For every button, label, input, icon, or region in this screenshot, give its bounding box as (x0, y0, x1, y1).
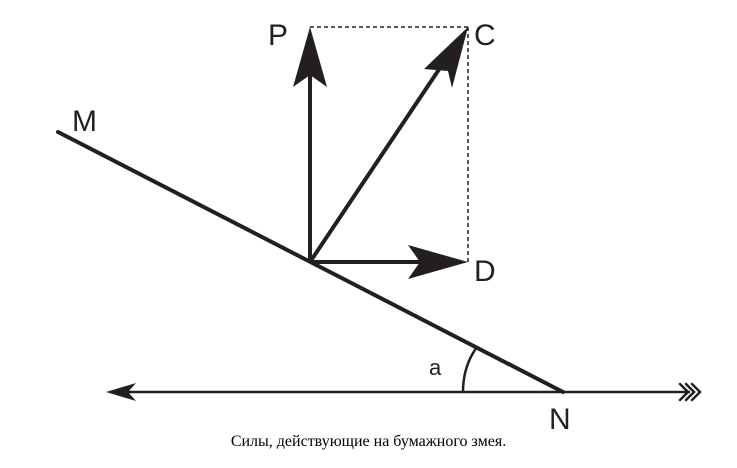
label-p: P (268, 19, 288, 52)
label-c: C (474, 19, 496, 52)
vector-c (308, 48, 454, 264)
dashed-parallelogram (310, 26, 469, 262)
label-d: D (474, 255, 496, 288)
label-n: N (549, 403, 571, 436)
vector-p-arrowhead (293, 27, 327, 87)
label-m: M (72, 105, 97, 138)
label-angle: a (429, 355, 442, 380)
wind-fletching (678, 382, 702, 402)
vector-c-arrowhead (424, 27, 468, 88)
diagram-caption: Силы, действующие на бумажного змея. (230, 433, 507, 450)
vector-d-arrowhead (408, 245, 468, 279)
wind-arrowhead-left (106, 383, 136, 401)
angle-arc (461, 346, 479, 393)
